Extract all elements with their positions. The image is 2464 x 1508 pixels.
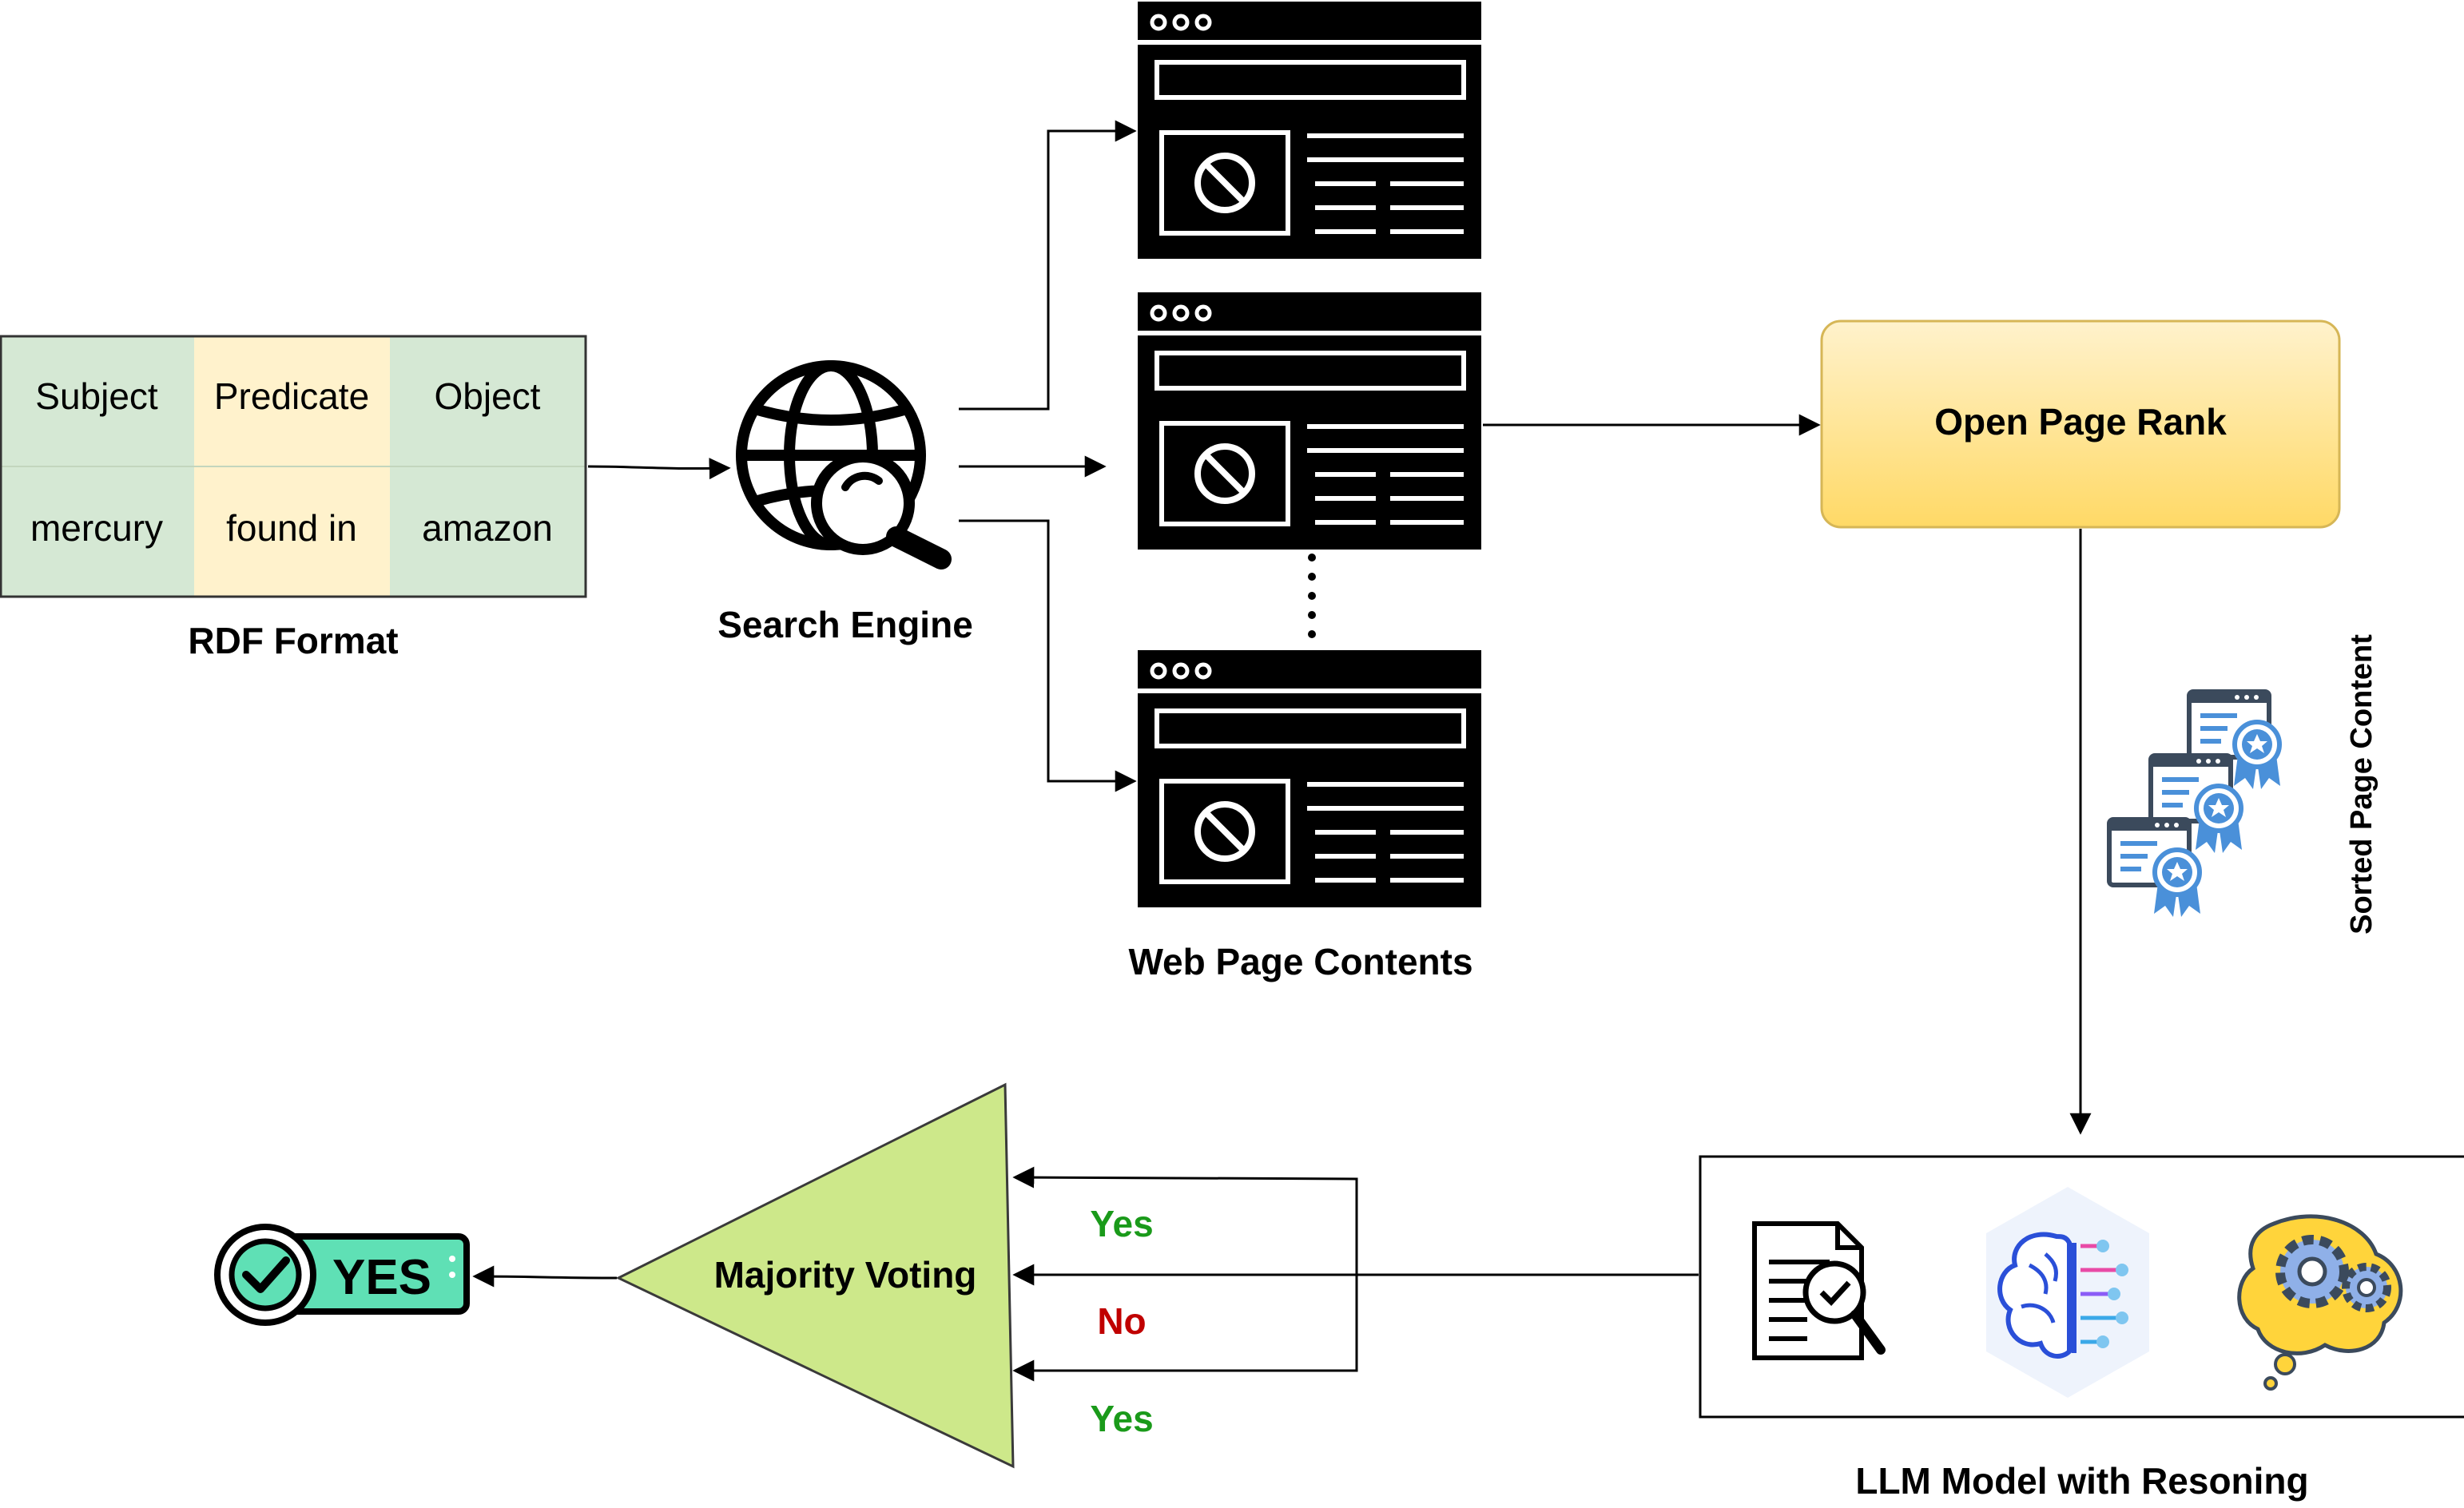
rdf-value-object: amazon (422, 507, 553, 549)
open-page-rank-box (1820, 319, 2341, 529)
globe-search-icon (736, 360, 952, 569)
sorted-page-content-label: Sorted Page Content (2345, 634, 2379, 935)
web-page-icon-3 (1138, 650, 1481, 907)
rdf-format-label: RDF Format (188, 620, 398, 661)
arrow-rdf-to-search (587, 458, 731, 480)
open-page-rank-label: Open Page Rank (1934, 401, 2227, 442)
yes-badge-label: YES (332, 1250, 431, 1305)
answer-no: No (1097, 1300, 1146, 1342)
rdf-cell-predicate-value (194, 466, 390, 597)
rdf-table: Subject Predicate Object mercury found i… (0, 335, 587, 598)
rdf-cell-object-value (390, 466, 586, 597)
arrow-llm-to-voting-yes-top (1012, 1166, 1358, 1275)
yes-result-badge: YES (214, 1224, 470, 1326)
search-engine-label: Search Engine (717, 604, 973, 645)
document-check-icon (1752, 1221, 1886, 1360)
sorted-certificates-icon (2109, 692, 2280, 917)
arrow-llm-to-voting-yes-bottom (1012, 1275, 1358, 1382)
web-page-contents-label: Web Page Contents (1128, 941, 1472, 982)
web-page-icon-1 (1138, 2, 1481, 259)
brain-ai-icon (1986, 1187, 2149, 1398)
answer-yes-1: Yes (1090, 1203, 1153, 1244)
arrow-voting-to-result (472, 1265, 618, 1288)
rdf-value-subject: mercury (30, 507, 163, 549)
rdf-header-object: Object (435, 375, 541, 417)
majority-voting-triangle (615, 1082, 1015, 1469)
rdf-cell-subject (0, 335, 194, 466)
rdf-cell-object (390, 335, 586, 466)
rdf-value-predicate: found in (226, 507, 357, 549)
ellipsis-dots (1308, 554, 1316, 638)
answer-yes-2: Yes (1090, 1398, 1153, 1439)
thinking-gears-icon (2237, 1214, 2403, 1391)
rdf-cell-subject-value (0, 466, 194, 597)
llm-model-label: LLM Model with Resoning (1855, 1460, 2308, 1502)
majority-voting-label: Majority Voting (714, 1254, 977, 1296)
rdf-header-predicate: Predicate (214, 375, 369, 417)
arrow-search-to-page-1 (959, 120, 1137, 411)
rdf-header-subject: Subject (35, 375, 158, 417)
rdf-cell-predicate (194, 335, 390, 466)
web-page-icon-2 (1138, 292, 1481, 550)
arrow-search-to-page-3 (959, 519, 1137, 792)
